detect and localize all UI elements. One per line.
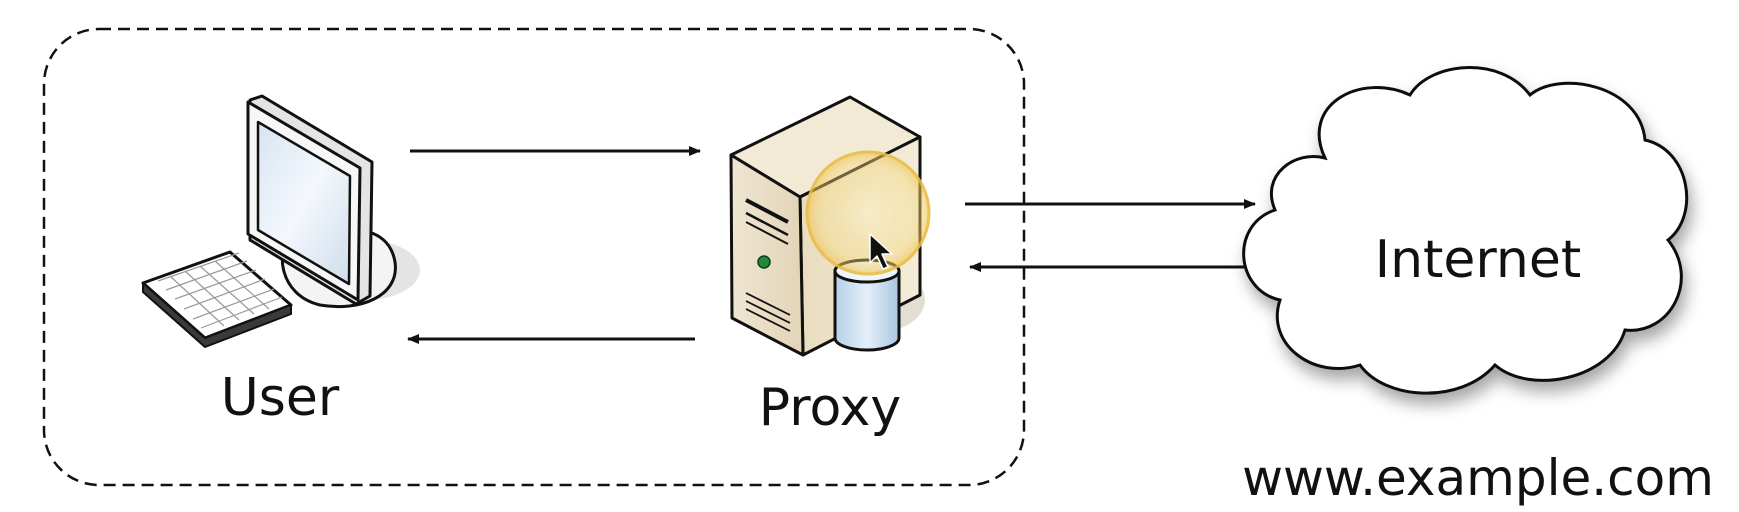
mouse-cursor-icon <box>869 233 893 270</box>
user-label: User <box>221 368 340 428</box>
computer-icon <box>141 94 420 348</box>
internet-label: Internet <box>1375 230 1581 290</box>
cloud-icon <box>1242 66 1689 395</box>
cursor-highlight <box>805 150 931 276</box>
local-network-boundary <box>42 27 1026 487</box>
internet-url: www.example.com <box>1242 449 1714 507</box>
proxy-label: Proxy <box>759 378 901 438</box>
